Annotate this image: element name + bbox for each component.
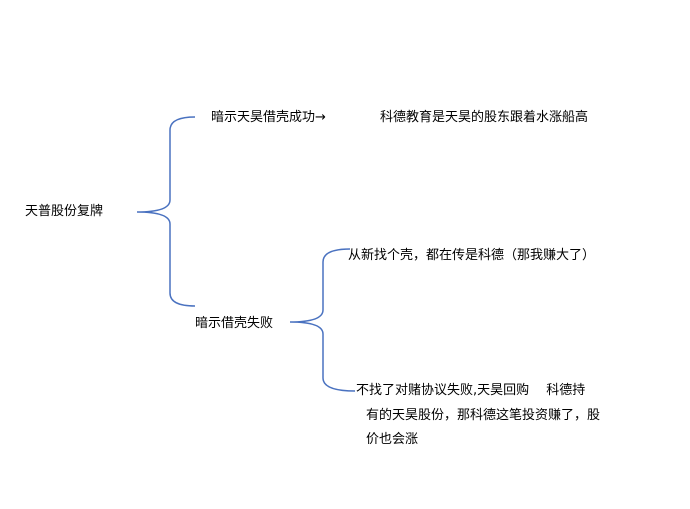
fail-outcome-2-line-1: 不找了对赌协议失败,天昊回购 科德持 bbox=[356, 383, 586, 398]
fail-node: 暗示借壳失败 bbox=[195, 316, 274, 331]
arrow-icon: → bbox=[315, 110, 326, 125]
fail-outcome-1: 从新找个壳，都在传是科德（那我赚大了） bbox=[348, 248, 596, 263]
root-node: 天普股份复牌 bbox=[25, 204, 104, 219]
fail-outcome-2-line-2: 有的天昊股份，那科德这笔投资赚了，股 bbox=[366, 408, 601, 423]
success-result: 科德教育是天昊的股东跟着水涨船高 bbox=[380, 110, 589, 125]
fail-brace bbox=[289, 248, 356, 392]
fail-outcome-2-line-3: 价也会涨 bbox=[366, 432, 419, 447]
success-node: 暗示天昊借壳成功→ bbox=[211, 106, 326, 130]
success-label: 暗示天昊借壳成功 bbox=[211, 110, 316, 125]
root-brace bbox=[136, 116, 196, 307]
